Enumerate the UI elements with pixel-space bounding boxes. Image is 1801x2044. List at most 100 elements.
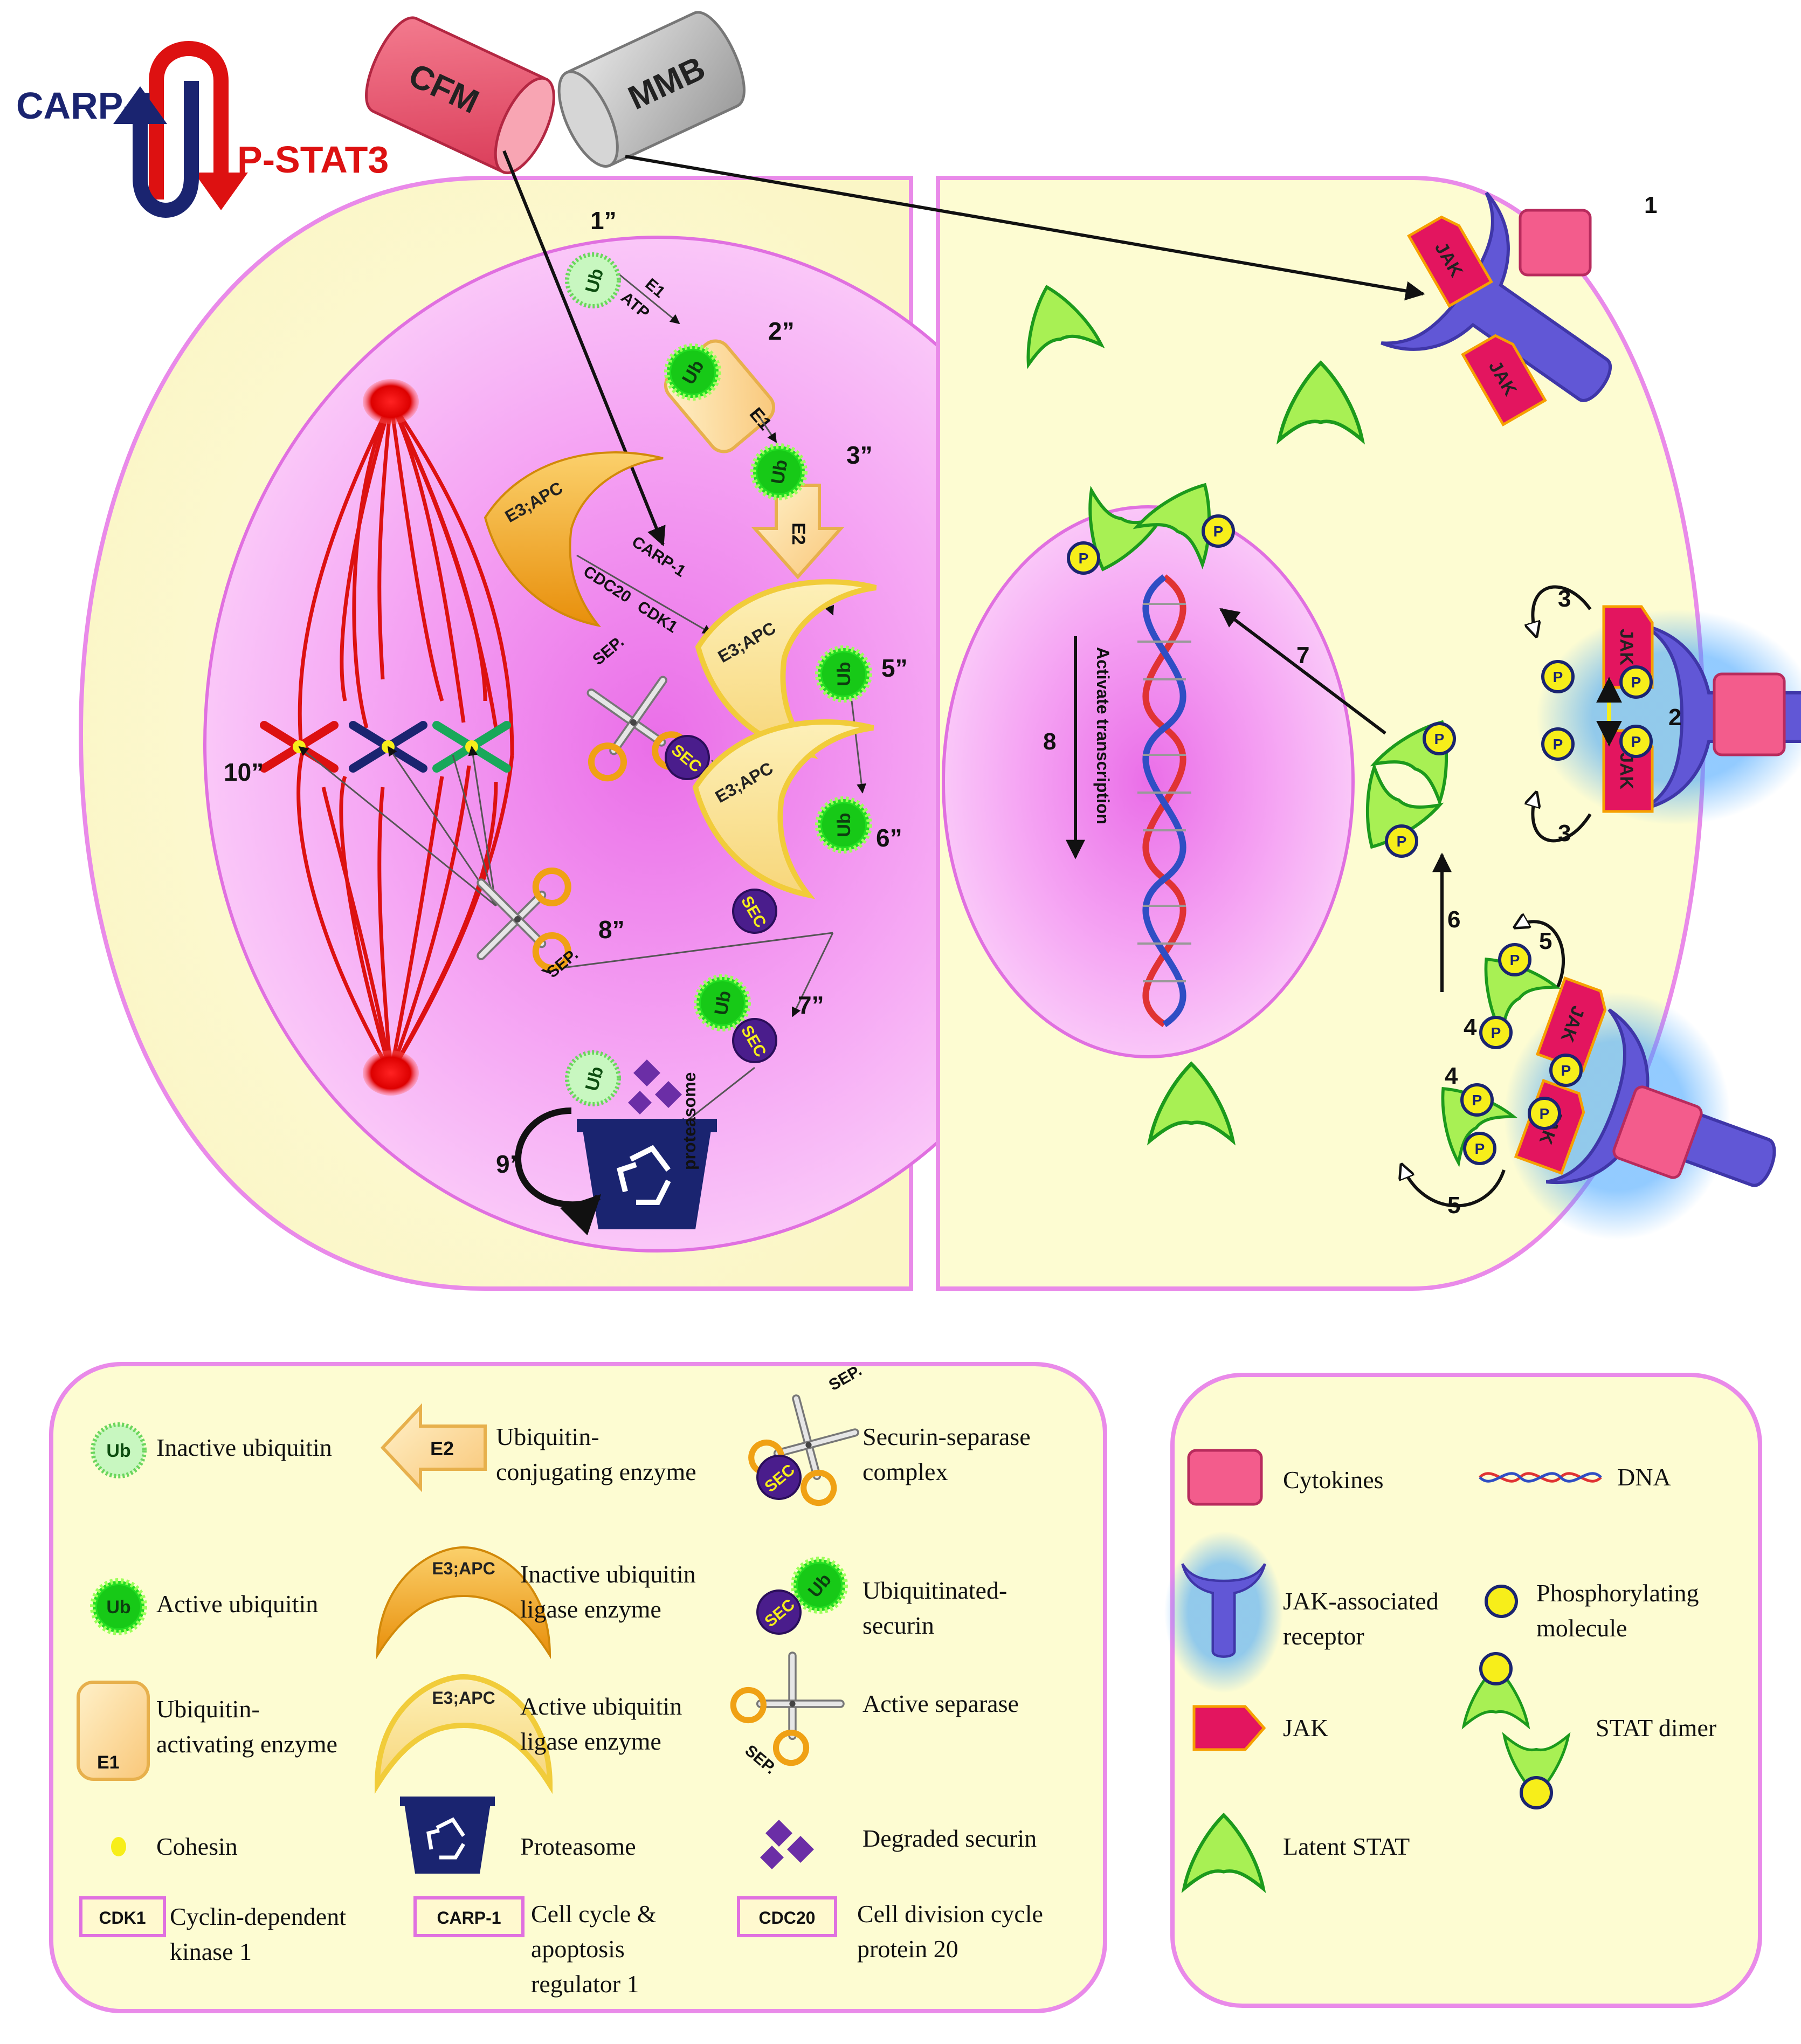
phospho-p-labels: P P P P P P P P P P P P P P: [1079, 523, 1641, 1157]
active-ubiquitin: Ub: [753, 446, 805, 498]
legend-active-ligase-icon: E3;APC: [374, 1674, 553, 1794]
active-ubiquitin: Ub: [818, 648, 870, 700]
step-7: 7”: [798, 991, 824, 1019]
proteasome-bin: [577, 1119, 717, 1229]
inactive-ubiquitin-ligase: E3;APC: [484, 451, 664, 627]
step-6: 6”: [876, 824, 902, 852]
jak-2b: JAK: [1604, 731, 1652, 811]
arrow-cfm-carp1: [502, 150, 666, 547]
legend-active-separase: Active separase: [862, 1690, 1019, 1717]
step-r3a: 3: [1558, 586, 1571, 612]
recycle-arrow: [515, 1107, 602, 1236]
legend-active-ligase-line1: Active ubiquitin: [520, 1692, 682, 1720]
arrow-r3-bottom: [1533, 793, 1592, 843]
svg-text:Ub: Ub: [834, 662, 854, 686]
step-2: 2”: [768, 317, 795, 345]
step-r8: 8: [1043, 728, 1056, 755]
step-r4b: 4: [1445, 1063, 1458, 1089]
step-r6: 6: [1447, 906, 1460, 933]
legend-latent-stat: Latent STAT: [1283, 1833, 1410, 1860]
legend-inactive-ligase-line2: ligase enzyme: [520, 1595, 661, 1623]
cytokine-1: [1519, 209, 1592, 277]
legend-inactive-ubiquitin: Inactive ubiquitin: [156, 1434, 332, 1461]
pstat3-label: P-STAT3: [237, 139, 389, 181]
svg-text:P: P: [1397, 833, 1407, 850]
svg-text:E3;APC: E3;APC: [432, 1559, 495, 1578]
mitotic-spindle: [296, 401, 514, 1074]
arrow-to-separase: [541, 932, 833, 974]
legend-dimer-phospho-top: [1481, 1654, 1511, 1684]
legend-proteasome-icon: [400, 1797, 495, 1874]
svg-text:Ub: Ub: [710, 989, 735, 1017]
securin: SEC: [732, 889, 777, 934]
step-r3b: 3: [1558, 820, 1571, 846]
dna-helix: [1137, 574, 1191, 1027]
svg-text:Ub: Ub: [767, 458, 791, 486]
svg-text:P: P: [1553, 736, 1563, 753]
inactive-ubiquitin: Ub: [567, 254, 619, 306]
legend-cdc20-box-text: CDC20: [759, 1908, 816, 1928]
svg-text:P: P: [1631, 674, 1641, 691]
legend-phospho-line2: molecule: [1536, 1614, 1627, 1642]
legend-left-panel: [49, 1362, 1107, 2013]
jak-1b: JAK: [1463, 331, 1545, 425]
legend-cohesin-icon: [111, 1837, 126, 1856]
step-3: 3”: [846, 441, 873, 469]
securin: SEC: [665, 735, 710, 780]
legend-carp1-line3: regulator 1: [531, 1970, 639, 1998]
svg-text:P: P: [1434, 731, 1445, 747]
legend-stat-dimer: STAT dimer: [1596, 1714, 1716, 1742]
step-10: 10”: [224, 758, 264, 786]
mmb-capsule: MMB: [557, 11, 746, 168]
arrow-mmb-jak: [625, 155, 1425, 301]
arrow-to-ubiquitinated-securin: [791, 932, 834, 1017]
legend-phospho-icon: [1486, 1586, 1516, 1616]
arrow-r5-bottom: [1402, 1165, 1506, 1208]
svg-text:P: P: [1079, 550, 1089, 567]
legend-e1-icon: E1: [77, 1681, 150, 1781]
carp1-label: CARP-1: [16, 85, 157, 127]
legend-cdk1-box-text: CDK1: [99, 1908, 146, 1928]
centrosome-top: [363, 379, 419, 424]
legend-cdc20-line1: Cell division cycle: [857, 1900, 1043, 1928]
svg-text:E1: E1: [97, 1752, 120, 1773]
legend-degraded-securin-icon: [760, 1820, 814, 1869]
arrow-atp-e1: [619, 274, 680, 325]
legend-ubiquitinated-securin-line2: securin: [862, 1612, 934, 1639]
svg-text:P: P: [1561, 1062, 1571, 1079]
legend-cohesin: Cohesin: [156, 1833, 238, 1860]
active-ubiquitin: Ub: [818, 799, 870, 851]
right-cell: [936, 176, 1706, 1291]
legend-proteasome: Proteasome: [520, 1833, 636, 1860]
legend-cdc20-box: [737, 1896, 837, 1937]
legend-degraded-securin: Degraded securin: [862, 1825, 1037, 1852]
svg-text:P: P: [1213, 523, 1224, 540]
active-ligase-with-securin: E3;APC: [695, 722, 873, 895]
securin: SEC: [732, 1018, 777, 1063]
legend-inactive-ligase-line1: Inactive ubiquitin: [520, 1560, 696, 1588]
arrow-r5-top: [1515, 921, 1565, 988]
separase-cleave-lines: [298, 746, 497, 907]
svg-text:P: P: [1491, 1024, 1501, 1041]
active-ubiquitin-ligase: E3;APC: [698, 582, 876, 755]
legend-cdk1-line2: kinase 1: [170, 1938, 252, 1965]
activate-transcription-label: Activate transcription: [1093, 647, 1113, 824]
legend-jak: JAK: [1283, 1714, 1328, 1742]
inactive-ubiquitin: Ub: [567, 1052, 619, 1104]
ubiquitin-conjugating-enzyme: E2: [751, 484, 845, 580]
legend-e1-line2: activating enzyme: [156, 1730, 337, 1758]
jak-2a: JAK: [1604, 607, 1652, 687]
legend-securin-icon: SEC: [756, 1455, 802, 1500]
step-5: 5”: [881, 654, 908, 682]
legend-e2-line1: Ubiquitin-: [496, 1423, 599, 1450]
step-r7: 7: [1296, 642, 1309, 669]
centrosome-bottom: [363, 1050, 419, 1096]
cytokine-3: [1612, 1085, 1703, 1179]
svg-text:Ub: Ub: [106, 1597, 130, 1618]
svg-text:P: P: [1472, 1092, 1482, 1109]
legend-phospho-line1: Phosphorylating: [1536, 1579, 1699, 1607]
legend-e2-icon: E2: [380, 1403, 487, 1492]
legend-e1-line1: Ubiquitin-: [156, 1695, 260, 1723]
proteasome-label: proteasome: [680, 1072, 699, 1170]
